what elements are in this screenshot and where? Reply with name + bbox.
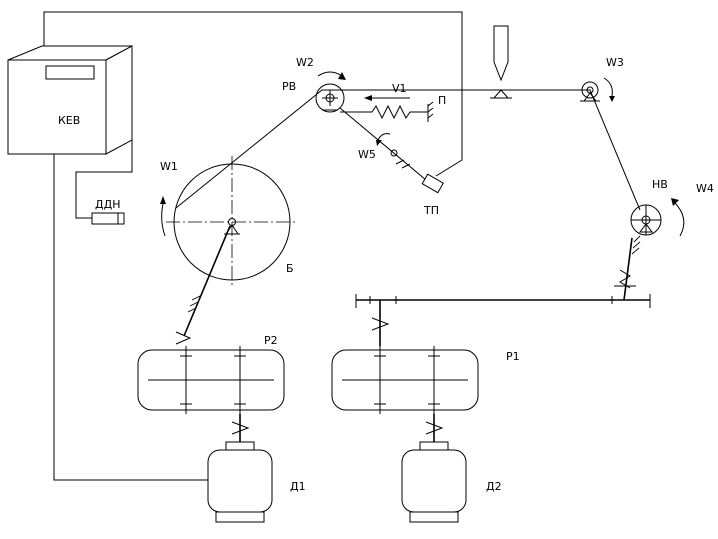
linkage	[339, 107, 427, 181]
controller-label: КЕВ	[58, 114, 80, 127]
w3-arrow	[603, 77, 613, 97]
w2-label: W2	[296, 56, 314, 69]
reducer1-label: Р1	[506, 350, 520, 363]
v1-label: V1	[392, 82, 407, 95]
cutter	[490, 25, 512, 99]
controller-cabinet: КЕВ	[7, 45, 133, 155]
motor1-label: Д1	[290, 480, 306, 493]
cable	[175, 89, 641, 211]
v1-arrowhead	[364, 95, 372, 101]
w4-arrow	[673, 201, 685, 237]
w2-arrow	[317, 71, 343, 77]
w5-label: W5	[358, 148, 376, 161]
nv-label: НВ	[652, 178, 668, 191]
w1-arrow	[161, 203, 166, 237]
motor-d2: Д2	[401, 441, 502, 523]
tp-label: ТП	[423, 204, 439, 217]
nv-coupling	[619, 269, 631, 289]
nv-shaft	[623, 237, 633, 301]
wire-top	[43, 11, 463, 177]
tp-sensor: ТП	[421, 173, 444, 217]
w5-pivot	[390, 149, 398, 157]
pv-label: РВ	[282, 80, 296, 93]
w5-arrow	[377, 133, 391, 141]
p1-coupling	[371, 317, 390, 331]
p2-coupling	[175, 331, 192, 345]
wire-sensor	[75, 140, 133, 219]
roller-w3	[580, 81, 600, 102]
w2-arrowhead	[338, 72, 346, 80]
roller-pv: РВ	[282, 80, 345, 113]
wire-motor1	[53, 154, 208, 481]
p-label: П	[438, 94, 446, 107]
drum-shaft	[183, 225, 231, 337]
w1-arrowhead	[160, 196, 166, 204]
motor1-coupling	[231, 421, 250, 435]
roller-nv: НВ	[630, 178, 668, 236]
motor2-label: Д2	[486, 480, 502, 493]
reducer2-label: Р2	[264, 334, 278, 347]
reducer-p1: Р1	[331, 346, 520, 414]
drum-label: Б	[286, 262, 294, 275]
motor2-coupling	[425, 421, 444, 435]
w3-label: W3	[606, 56, 624, 69]
motor-d1: Д1	[207, 441, 306, 523]
reducer-p2: Р2	[137, 334, 285, 414]
tension-sensor-label: ДДН	[95, 198, 120, 211]
tension-sensor: ДДН	[91, 198, 125, 225]
spring	[340, 104, 428, 120]
w1-label: W1	[160, 160, 178, 173]
controller-display	[45, 65, 95, 80]
drum: Б	[166, 156, 298, 288]
w4-label: W4	[696, 182, 714, 195]
